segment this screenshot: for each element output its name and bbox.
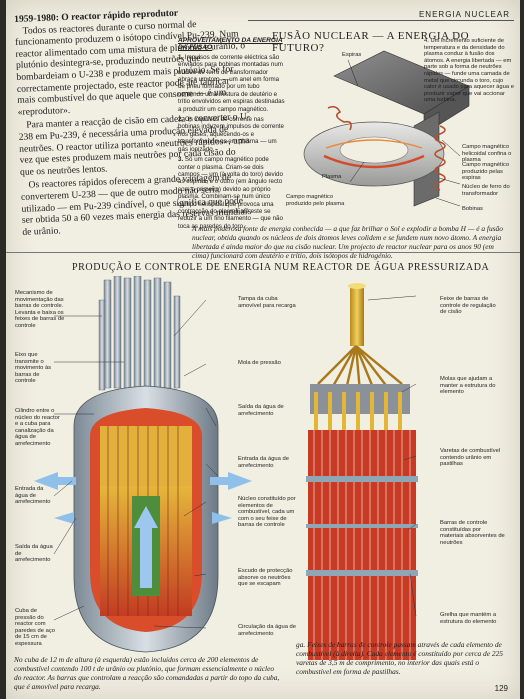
header-rule xyxy=(248,20,514,21)
label-reactor-core: Núcleo constituído por elementos de comb… xyxy=(238,496,296,529)
fuel-assembly-diagram xyxy=(298,280,448,670)
label-coolant-circulation: Circulação da água de arrefecimento xyxy=(238,624,297,637)
pwr-caption-left: No cuba de 12 m de altura (à esquerda) e… xyxy=(14,655,280,691)
fusion-step-4: 4. Um incremento suficiente de temperatu… xyxy=(424,38,514,104)
pwr-caption-right: ga. Feixes de barras de controle passam … xyxy=(296,640,503,676)
fusion-steps: APROVEITAMENTO DA ENERGIA DA FUSÃO 1. Im… xyxy=(178,37,286,233)
label-fuel-rods: Varetas de combustível contendo urânio e… xyxy=(440,448,501,468)
label-coolant-inlet-left: Entrada da água de arrefecimento xyxy=(15,486,51,506)
label-coils: Bobinas xyxy=(462,206,483,212)
label-coolant-outlet-left: Saída da água de arrefecimento xyxy=(15,544,53,564)
label-pressure-vessel: Cuba de pressão do reactor com paredes d… xyxy=(15,608,55,647)
label-control-rod-cluster: Feixe de barras de controle de regulação… xyxy=(440,296,496,316)
label-core-barrel: Cilindro entre o núcleo do reactor e a c… xyxy=(15,408,60,447)
label-drive-shaft: Eixo que transmite o movimento às barras… xyxy=(15,352,52,385)
fusion-caption: A mais poderosa fonte de energia conheci… xyxy=(192,224,503,260)
label-control-rods: Barras de controle constituídas por mate… xyxy=(440,520,505,546)
fusion-title: FUSÃO NUCLEAR — A ENERGIA DO FUTURO? xyxy=(272,30,520,54)
label-helical-field: Campo magnético helicoidal confina o pla… xyxy=(462,144,512,164)
pwr-title: PRODUÇÃO E CONTROLE DE ENERGIA NUM REACT… xyxy=(72,262,490,273)
label-holddown-springs: Molas que ajudam a manter a estrutura do… xyxy=(440,376,496,396)
section-header: ENERGIA NUCLEAR xyxy=(418,10,510,19)
label-shield: Escudo de protecção absorve os neutrões … xyxy=(238,568,293,588)
label-pressure-spring: Mola de pressão xyxy=(238,360,281,366)
fuel-assembly-illustration xyxy=(306,283,418,660)
label-coolant-outlet: Saída da água de arrefecimento xyxy=(238,404,284,417)
page-number: 129 xyxy=(494,684,508,693)
fusion-step: 3. Só um campo magnético pode conter o p… xyxy=(178,156,283,230)
label-plasma: Plasma xyxy=(322,174,342,180)
label-iron-core: Núcleo de ferro do transformador xyxy=(462,184,510,197)
label-rod-drive: Mecanismo de movimentação das barras de … xyxy=(15,290,65,329)
pwr-vessel-diagram xyxy=(34,275,252,670)
book-page: ENERGIA NUCLEAR 1959-1980: O reactor ráp… xyxy=(6,0,520,699)
label-plasma-field: Campo magnético produzido pelo plasma xyxy=(286,194,345,207)
fusion-step: 2. Os impulsos de corrente nas bobinas i… xyxy=(178,116,284,153)
label-espiras: Espiras xyxy=(342,52,362,58)
fusion-title-left: FUSÃO NUCLEAR — xyxy=(272,30,385,42)
section-divider xyxy=(6,252,520,253)
fusion-reactor-diagram: Espiras Plasma Campo magnético helicoida… xyxy=(264,46,514,218)
fusion-title-right: A ENERGIA DO FUTURO? xyxy=(272,30,470,54)
fusion-step: 1. Impulsos de corrente eléctrica são en… xyxy=(178,53,285,113)
fusion-steps-heading: APROVEITAMENTO DA ENERGIA DA FUSÃO xyxy=(178,37,283,52)
label-coil-field: Campo magnético produzido pelas espiras xyxy=(462,162,510,182)
label-coolant-inlet: Entrada da água de arrefecimento xyxy=(238,456,289,469)
pressure-vessel-illustration xyxy=(34,275,252,653)
label-grid: Grelha que mantém a estrutura do element… xyxy=(440,612,497,625)
tokamak-illustration xyxy=(303,50,470,207)
label-vessel-lid: Tampa da cuba amovível para recarga xyxy=(238,296,296,309)
